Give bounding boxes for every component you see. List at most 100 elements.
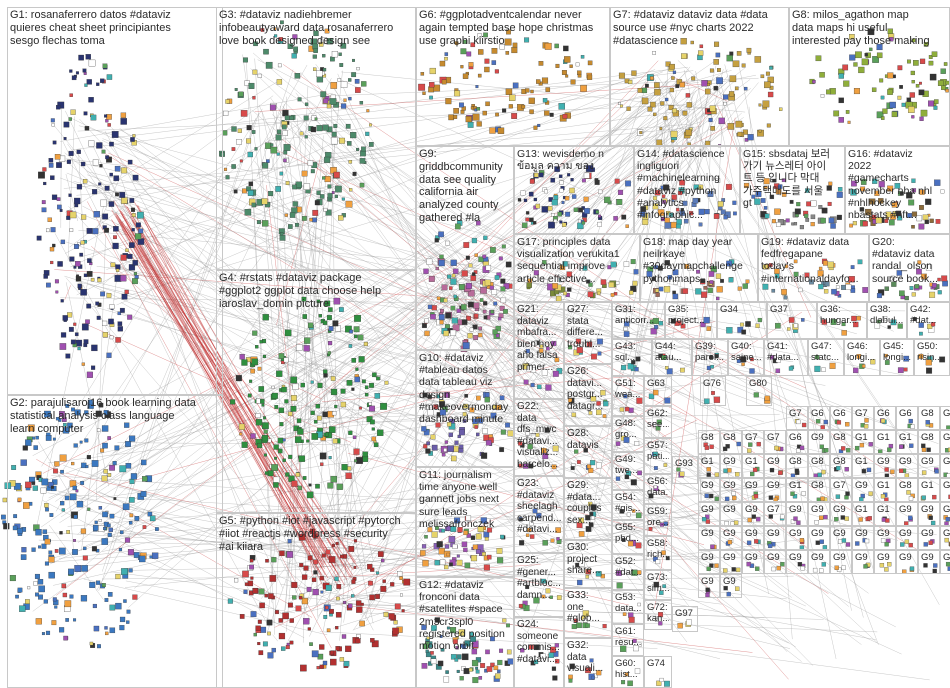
node[interactable] bbox=[565, 196, 569, 200]
small-group-cell[interactable]: G7 bbox=[786, 406, 808, 430]
small-group-cell[interactable]: G9 bbox=[830, 550, 852, 574]
node[interactable] bbox=[929, 516, 933, 520]
node[interactable] bbox=[622, 215, 627, 220]
node[interactable] bbox=[794, 324, 798, 328]
node[interactable] bbox=[707, 327, 711, 331]
node[interactable] bbox=[822, 368, 826, 372]
group-cell-g16[interactable]: G16: #dataviz 2022 #gamecharts november … bbox=[845, 146, 950, 234]
node[interactable] bbox=[769, 496, 773, 500]
node[interactable] bbox=[800, 446, 804, 450]
node[interactable] bbox=[617, 199, 623, 205]
node[interactable] bbox=[508, 431, 514, 437]
node[interactable] bbox=[501, 287, 506, 292]
node[interactable] bbox=[924, 542, 928, 546]
node[interactable] bbox=[440, 255, 444, 259]
node[interactable] bbox=[495, 275, 499, 279]
node[interactable] bbox=[898, 368, 903, 373]
node[interactable] bbox=[933, 564, 937, 568]
node[interactable] bbox=[899, 445, 903, 449]
node[interactable] bbox=[915, 284, 919, 288]
node[interactable] bbox=[706, 588, 710, 592]
node[interactable] bbox=[626, 225, 629, 228]
node[interactable] bbox=[478, 333, 482, 337]
node[interactable] bbox=[838, 540, 842, 544]
node[interactable] bbox=[438, 661, 443, 666]
node[interactable] bbox=[929, 541, 933, 545]
node[interactable] bbox=[902, 570, 906, 574]
node[interactable] bbox=[494, 666, 498, 670]
node[interactable] bbox=[889, 444, 893, 448]
node[interactable] bbox=[584, 197, 589, 202]
group-cell-g45[interactable]: G45: longi... bbox=[880, 339, 914, 376]
group-cell-g13[interactable]: G13: wevisdemo n ข้อมูล ความ ของ bbox=[514, 146, 634, 234]
node[interactable] bbox=[802, 492, 806, 496]
node[interactable] bbox=[462, 542, 467, 547]
node[interactable] bbox=[770, 468, 774, 472]
node[interactable] bbox=[530, 179, 535, 184]
node[interactable] bbox=[526, 211, 529, 214]
node[interactable] bbox=[493, 330, 498, 335]
node[interactable] bbox=[819, 569, 823, 573]
node[interactable] bbox=[816, 541, 820, 545]
node[interactable] bbox=[909, 419, 913, 423]
node[interactable] bbox=[471, 555, 477, 561]
node[interactable] bbox=[738, 287, 742, 291]
node[interactable] bbox=[714, 397, 720, 403]
node[interactable] bbox=[819, 516, 823, 520]
group-cell-g52[interactable]: G52: #dat... bbox=[612, 554, 644, 590]
node[interactable] bbox=[756, 324, 760, 328]
small-group-cell[interactable]: G7 bbox=[764, 502, 786, 526]
small-group-cell[interactable]: G6 bbox=[786, 430, 808, 454]
node[interactable] bbox=[804, 214, 808, 218]
node[interactable] bbox=[921, 444, 925, 448]
node[interactable] bbox=[736, 568, 740, 572]
node[interactable] bbox=[526, 218, 530, 222]
node[interactable] bbox=[476, 534, 482, 540]
node[interactable] bbox=[506, 262, 511, 267]
node[interactable] bbox=[837, 420, 841, 424]
group-cell-g36[interactable]: G36: hungar... bbox=[817, 302, 867, 339]
node[interactable] bbox=[486, 440, 491, 445]
small-group-cell[interactable]: G1 bbox=[852, 454, 874, 478]
node[interactable] bbox=[745, 321, 750, 326]
node[interactable] bbox=[455, 658, 458, 661]
small-group-cell[interactable]: G9 bbox=[742, 550, 764, 574]
small-group-cell[interactable]: G9 bbox=[720, 574, 742, 598]
small-group-cell[interactable]: G9 bbox=[786, 550, 808, 574]
node[interactable] bbox=[753, 468, 757, 472]
small-group-cell[interactable]: G9 bbox=[940, 526, 950, 550]
node[interactable] bbox=[462, 271, 468, 277]
node[interactable] bbox=[420, 550, 425, 555]
node[interactable] bbox=[680, 472, 684, 476]
node[interactable] bbox=[801, 566, 805, 570]
group-cell-g40[interactable]: G40: saine... bbox=[728, 339, 764, 376]
node[interactable] bbox=[676, 224, 680, 228]
node[interactable] bbox=[926, 420, 930, 424]
node[interactable] bbox=[422, 663, 427, 668]
node[interactable] bbox=[824, 515, 828, 519]
node[interactable] bbox=[816, 419, 820, 423]
node[interactable] bbox=[885, 468, 889, 472]
node[interactable] bbox=[877, 293, 882, 298]
node[interactable] bbox=[824, 289, 828, 293]
node[interactable] bbox=[457, 309, 461, 313]
node[interactable] bbox=[732, 567, 736, 571]
small-group-cell[interactable]: G6 bbox=[874, 406, 896, 430]
small-group-cell[interactable]: G1 bbox=[874, 478, 896, 502]
node[interactable] bbox=[732, 496, 736, 500]
node[interactable] bbox=[473, 677, 479, 683]
node[interactable] bbox=[815, 366, 821, 372]
node[interactable] bbox=[586, 526, 591, 531]
node[interactable] bbox=[845, 517, 849, 521]
node[interactable] bbox=[829, 218, 834, 223]
small-group-cell[interactable]: G1 bbox=[874, 430, 896, 454]
small-group-cell[interactable]: G9 bbox=[698, 526, 720, 550]
node[interactable] bbox=[786, 219, 790, 223]
node[interactable] bbox=[577, 460, 581, 464]
group-cell-g5[interactable]: G5: #python #iot #javascript #pytorch #i… bbox=[216, 513, 416, 688]
node[interactable] bbox=[820, 540, 824, 544]
node[interactable] bbox=[596, 210, 599, 213]
node[interactable] bbox=[705, 446, 709, 450]
node[interactable] bbox=[466, 256, 470, 260]
node[interactable] bbox=[835, 566, 839, 570]
